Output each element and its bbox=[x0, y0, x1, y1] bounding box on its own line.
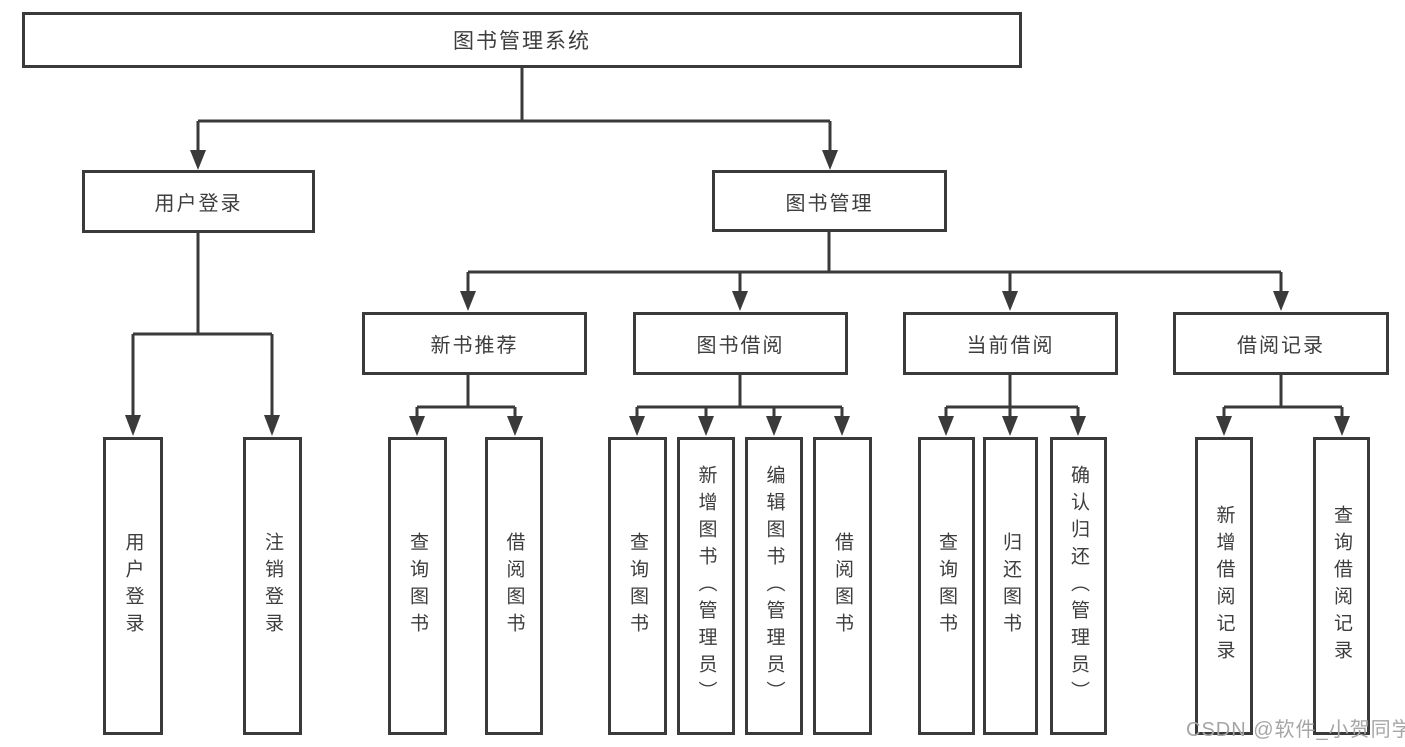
node-book-mgmt-label: 图书管理 bbox=[785, 192, 874, 215]
node-current-borrow: 当前借阅 bbox=[903, 312, 1118, 375]
leaf-bb-borrow-books-label: 借阅图书 bbox=[832, 532, 853, 640]
csdn-watermark: CSDN @软件_小贺同学 bbox=[1186, 719, 1405, 741]
arrowhead-cb-confirm bbox=[1070, 416, 1086, 436]
arrowhead-leaf-logout bbox=[264, 415, 280, 436]
arrowhead-cur-borrow bbox=[1002, 291, 1018, 311]
connector-root-to-level2 bbox=[196, 68, 832, 152]
arrowhead-book-mgmt bbox=[822, 150, 838, 170]
arrowhead-bb-edit bbox=[766, 416, 782, 436]
node-book-borrow-label: 图书借阅 bbox=[696, 335, 785, 357]
node-book-mgmt: 图书管理 bbox=[712, 170, 947, 232]
arrowhead-user-login bbox=[190, 150, 206, 170]
leaf-bb-edit-books-admin: 编辑图书（管理员） bbox=[745, 437, 803, 735]
leaf-cb-return-books-label: 归还图书 bbox=[1000, 532, 1021, 640]
leaf-cb-confirm-return-admin: 确认归还（管理员） bbox=[1050, 437, 1107, 735]
leaf-bb-add-books-admin-label: 新增图书（管理员） bbox=[695, 464, 717, 708]
node-book-borrow: 图书借阅 bbox=[633, 312, 848, 375]
node-current-borrow-label: 当前借阅 bbox=[966, 335, 1055, 357]
node-borrow-records-label: 借阅记录 bbox=[1237, 335, 1325, 357]
arrowhead-bb-query bbox=[629, 416, 645, 436]
leaf-log-query-record-label: 查询借阅记录 bbox=[1331, 505, 1352, 667]
leaf-cb-return-books: 归还图书 bbox=[983, 437, 1038, 735]
connector-user-login-children bbox=[131, 233, 274, 417]
connector-cur-borrow-children bbox=[944, 375, 1080, 418]
leaf-user-login: 用户登录 bbox=[103, 437, 163, 735]
arrowhead-bb-add bbox=[698, 416, 714, 436]
arrowhead-book-borrow bbox=[732, 291, 748, 311]
leaf-cb-query-books-label: 查询图书 bbox=[936, 532, 957, 640]
leaf-rec-query-books-label: 查询图书 bbox=[407, 532, 428, 640]
arrowhead-borrow-log bbox=[1273, 291, 1289, 311]
leaf-logout: 注销登录 bbox=[243, 437, 302, 735]
leaf-log-add-record: 新增借阅记录 bbox=[1195, 437, 1253, 735]
leaf-rec-borrow-books: 借阅图书 bbox=[485, 437, 543, 735]
arrowhead-cb-query bbox=[938, 416, 954, 436]
leaf-rec-query-books: 查询图书 bbox=[388, 437, 447, 735]
arrowhead-rec-query bbox=[409, 416, 425, 436]
arrowhead-log-query bbox=[1334, 416, 1350, 436]
leaf-bb-borrow-books: 借阅图书 bbox=[813, 437, 872, 735]
leaf-bb-query-books-label: 查询图书 bbox=[627, 532, 648, 640]
node-root-system: 图书管理系统 bbox=[22, 12, 1022, 68]
arrowhead-rec-borrow bbox=[507, 416, 523, 436]
node-new-book-rec-label: 新书推荐 bbox=[430, 335, 519, 357]
connector-borrow-log-children bbox=[1222, 375, 1344, 418]
leaf-rec-borrow-books-label: 借阅图书 bbox=[503, 532, 525, 640]
node-user-login: 用户登录 bbox=[82, 170, 315, 233]
leaf-logout-label: 注销登录 bbox=[262, 532, 283, 640]
connector-new-rec-children bbox=[415, 375, 517, 418]
leaf-log-add-record-label: 新增借阅记录 bbox=[1213, 505, 1235, 667]
node-borrow-records: 借阅记录 bbox=[1173, 312, 1389, 375]
leaf-cb-confirm-return-admin-label: 确认归还（管理员） bbox=[1068, 464, 1089, 708]
leaf-bb-query-books: 查询图书 bbox=[608, 437, 667, 735]
node-root-label: 图书管理系统 bbox=[453, 30, 591, 53]
leaf-cb-query-books: 查询图书 bbox=[918, 437, 975, 735]
node-new-book-rec: 新书推荐 bbox=[362, 312, 587, 375]
leaf-log-query-record: 查询借阅记录 bbox=[1313, 437, 1370, 735]
leaf-bb-edit-books-admin-label: 编辑图书（管理员） bbox=[763, 464, 785, 708]
node-user-login-label: 用户登录 bbox=[154, 193, 243, 215]
arrowhead-new-rec bbox=[460, 291, 476, 311]
arrowhead-log-add bbox=[1216, 416, 1232, 436]
arrowhead-bb-borrow bbox=[834, 416, 850, 436]
connector-book-borrow-children bbox=[635, 375, 844, 418]
leaf-user-login-label: 用户登录 bbox=[122, 532, 144, 640]
arrowhead-leaf-login bbox=[125, 415, 141, 436]
connector-book-mgmt-children bbox=[466, 232, 1283, 293]
leaf-bb-add-books-admin: 新增图书（管理员） bbox=[677, 437, 735, 735]
arrowhead-cb-return bbox=[1002, 416, 1018, 436]
